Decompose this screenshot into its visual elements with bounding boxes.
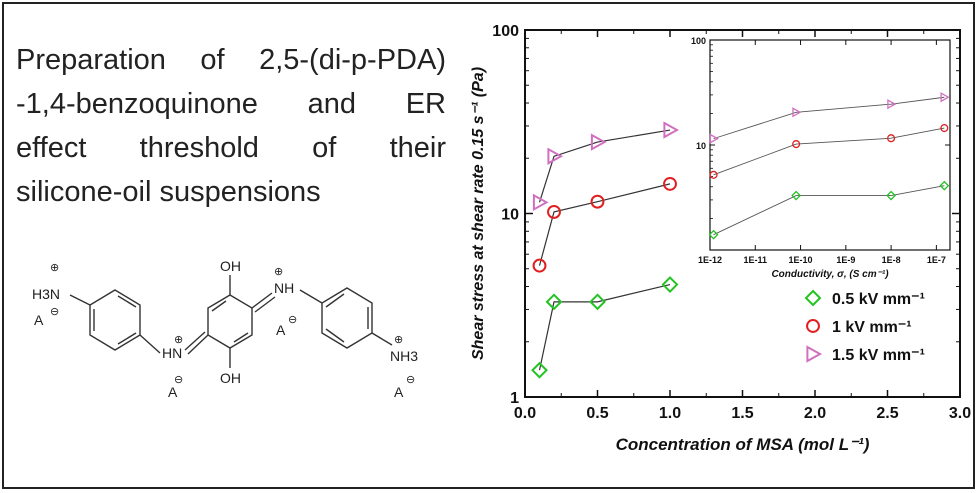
x-tick-label: 3.0 [949, 405, 971, 422]
y-tick-label: 10 [501, 207, 519, 224]
inset-x-tick-label: 1E-12 [698, 255, 722, 265]
anion-label-4: A [394, 384, 404, 400]
main-data-point [531, 361, 548, 379]
main-data-point [663, 121, 680, 139]
minus-charge-4: ⊖ [406, 374, 415, 386]
inset-series-line [713, 185, 945, 236]
inset-data-point [886, 190, 897, 201]
main-series-line [538, 183, 671, 266]
molecule-structure: OH OH H3N ⊕ A ⊖ HN ⊕ A ⊖ NH ⊕ A ⊖ NH3 ⊕ … [32, 258, 418, 400]
caption-text: Preparation of 2,5-(di-p-PDA) -1,4-benzo… [16, 38, 446, 214]
caption-line-1: Preparation of 2,5-(di-p-PDA) [16, 44, 446, 76]
main-data-point [532, 193, 549, 212]
inset-y-tick-label: 10 [696, 141, 706, 151]
main-data-point [532, 258, 547, 273]
shear-stress-chart: 0.0 0.5 1.0 1.5 2.0 2.5 3.0 1 10 100Concentration… [470, 23, 971, 454]
inset-data-point [709, 170, 718, 179]
plus-charge-3: ⊕ [274, 266, 283, 278]
nh3-right-label: NH3 [390, 348, 418, 364]
inset-x-tick-label: 1E-8 [882, 255, 901, 265]
inset-x-tick-label: 1E-10 [789, 255, 813, 265]
right-benzene-ring [321, 287, 373, 349]
minus-charge-1: ⊖ [50, 306, 59, 318]
anion-label-3: A [276, 322, 286, 338]
main-data-point [547, 204, 561, 219]
caption-line-3: effect threshold of their [16, 132, 446, 164]
inset-y-tick-label: 100 [691, 36, 706, 46]
x-tick-label: 2.5 [876, 405, 898, 422]
inset-data-point [939, 180, 950, 191]
legend-label: 1 kV mm⁻¹ [832, 319, 912, 336]
anion-label-2: A [168, 384, 178, 400]
main-data-point [590, 133, 607, 151]
oh-top-label: OH [220, 258, 241, 274]
y-tick-label: 1 [510, 390, 519, 407]
caption-line-2: -1,4-benzoquinone and ER [16, 88, 446, 120]
oh-bottom-label: OH [220, 370, 241, 386]
main-data-point [589, 293, 606, 311]
nh3-left-label: H3N [32, 286, 60, 302]
inset-x-tick-label: 1E-9 [836, 255, 855, 265]
x-tick-label: 1.0 [659, 405, 681, 422]
main-data-point [661, 276, 679, 293]
legend-marker [806, 345, 823, 363]
main-data-point [663, 176, 677, 191]
x-axis-label: Concentration of MSA (mol L⁻¹) [616, 435, 870, 454]
plus-charge-2: ⊕ [174, 334, 183, 346]
inset-x-axis-label: Conductivity, σ, (S cm⁻¹) [771, 269, 889, 280]
legend-marker [804, 289, 822, 307]
main-series-line [538, 283, 671, 371]
main-data-point [547, 147, 564, 165]
caption-line-4: silicone-oil suspensions [16, 176, 321, 208]
y-axis-label: Shear stress at shear rate 0.15 s⁻¹ (Pa) [470, 67, 487, 360]
inset-x-tick-label: 1E-7 [927, 255, 946, 265]
inset-data-point [887, 134, 896, 143]
inset-data-point [708, 229, 719, 240]
anion-label-1: A [34, 312, 44, 328]
inset-data-point [940, 124, 949, 133]
x-tick-label: 0.5 [586, 405, 608, 422]
inset-series-line [713, 96, 945, 140]
inset-data-point [709, 133, 719, 144]
minus-charge-3: ⊖ [288, 314, 297, 326]
hn-left-label: HN [162, 345, 182, 361]
plus-charge-1: ⊕ [50, 262, 59, 274]
nh-right-label: NH [274, 280, 294, 296]
left-benzene-ring [89, 289, 141, 351]
central-quinone-ring [207, 294, 253, 349]
inset-data-point [792, 107, 802, 118]
legend-label: 0.5 kV mm⁻¹ [832, 291, 925, 308]
inset-data-point [791, 190, 802, 201]
y-tick-label: 100 [492, 23, 519, 40]
main-data-point [545, 293, 563, 311]
x-tick-label: 1.5 [731, 405, 753, 422]
x-tick-label: 2.0 [804, 405, 826, 422]
x-tick-label: 0.0 [514, 405, 536, 422]
main-data-point [590, 194, 605, 209]
plus-charge-4: ⊕ [394, 334, 403, 346]
inset-x-tick-label: 1E-11 [744, 255, 768, 265]
main-series-line [538, 129, 671, 203]
inset-data-point [887, 99, 897, 110]
legend-label: 1.5 kV mm⁻¹ [832, 347, 925, 364]
inset-series-line [713, 127, 945, 176]
inset-data-point [792, 140, 801, 149]
inset-plot-area [709, 39, 951, 251]
inset-data-point [940, 92, 950, 103]
legend-marker [806, 319, 820, 333]
minus-charge-2: ⊖ [174, 374, 183, 386]
